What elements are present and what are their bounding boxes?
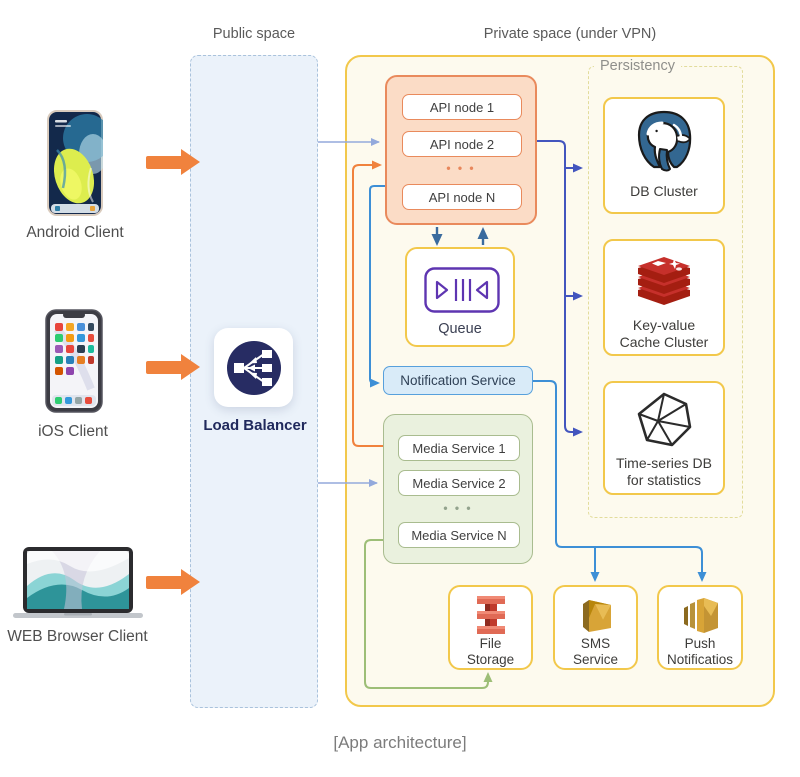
api-node-n: API node N (402, 184, 522, 210)
android-flow-arrow (146, 149, 200, 175)
ios-client-label: iOS Client (38, 423, 108, 440)
time-series-label-line2: for statistics (627, 472, 701, 488)
sms-service-label-line2: Service (572, 652, 618, 667)
ios-flow-arrow (146, 354, 200, 380)
media-service-1: Media Service 1 (398, 435, 520, 461)
notification-service-label: Notification Service (400, 373, 516, 388)
web-flow-arrow (146, 569, 200, 595)
api-nodes-group: API node 1 API node 2 • • • API node N (385, 75, 537, 225)
notification-service-box: Notification Service (383, 366, 533, 395)
file-storage-icon (476, 596, 505, 634)
db-cluster-label: DB Cluster (630, 183, 698, 199)
iphone-image (45, 309, 103, 418)
diagram-caption: [App architecture] (333, 733, 467, 752)
media-services-group: Media Service 1 Media Service 2 • • • Me… (383, 414, 533, 564)
queue-label: Queue (438, 321, 482, 337)
load-balancer-label: Load Balancer (203, 417, 307, 434)
file-storage-label-line1: File (479, 636, 502, 651)
time-series-db-card: Time-series DB for statistics (603, 381, 725, 495)
media-service-n: Media Service N (398, 522, 520, 548)
api-ellipsis: • • • (446, 161, 476, 175)
key-value-label-line1: Key-value (632, 317, 696, 333)
redis-stack-icon (638, 257, 690, 305)
load-balancer-icon (226, 340, 281, 395)
persistency-label: Persistency (594, 58, 681, 74)
file-storage-card: File Storage (448, 585, 533, 670)
key-value-cache-card: Key-value Cache Cluster (603, 239, 725, 356)
postgresql-elephant-icon (637, 110, 692, 172)
sms-service-card: SMS Service (553, 585, 638, 670)
android-phone-image (47, 110, 111, 221)
media-service-2: Media Service 2 (398, 470, 520, 496)
web-client-label: WEB Browser Client (7, 628, 148, 645)
sms-service-label-line1: SMS (580, 636, 611, 651)
laptop-image (12, 546, 144, 627)
time-series-label-line1: Time-series DB (616, 455, 712, 471)
public-space-label: Public space (212, 26, 296, 42)
load-balancer-card (214, 328, 293, 407)
push-notifications-label-line2: Notificatios (666, 652, 734, 667)
media-ellipsis: • • • (443, 501, 473, 515)
db-cluster-card: DB Cluster (603, 97, 725, 214)
push-notifications-label-line1: Push (684, 636, 716, 651)
push-notifications-card: Push Notificatios (657, 585, 743, 670)
android-client-label: Android Client (26, 224, 124, 241)
push-notifications-icon (684, 598, 718, 633)
queue-card: Queue (405, 247, 515, 347)
api-node-2: API node 2 (402, 131, 522, 157)
sms-service-icon (582, 600, 611, 632)
polyhedron-icon (637, 392, 692, 447)
key-value-label-line2: Cache Cluster (619, 334, 709, 350)
queue-icon (424, 267, 500, 313)
api-node-1: API node 1 (402, 94, 522, 120)
file-storage-label-line2: Storage (466, 652, 515, 667)
private-space-label: Private space (under VPN) (483, 26, 657, 42)
